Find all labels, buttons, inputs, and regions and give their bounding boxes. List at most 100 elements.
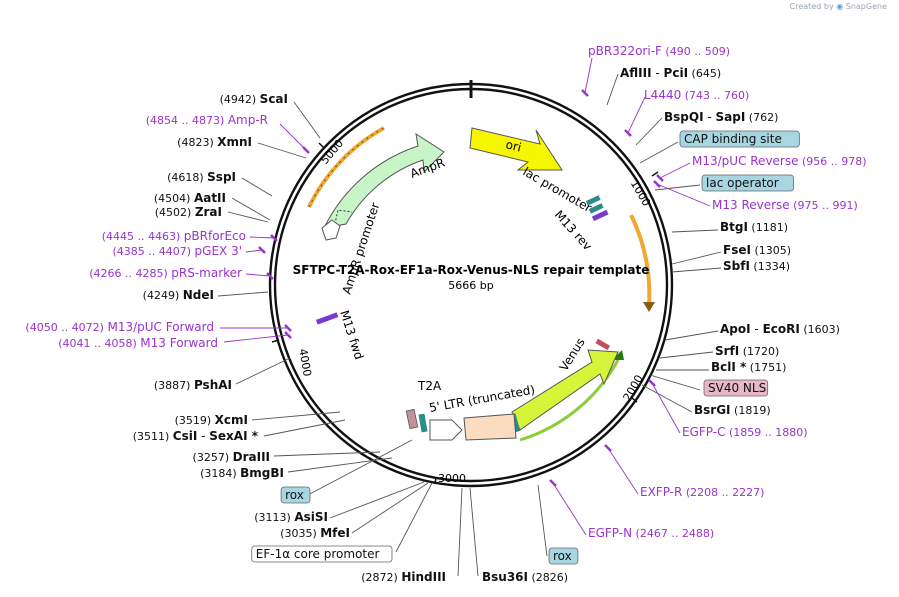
primer-site-mark [624,129,632,137]
primer-site-mark [284,331,292,339]
leader-line [584,57,593,94]
lac-operator-mark [588,203,604,214]
leader-line [241,177,273,197]
t2a-label: T2A [417,379,442,393]
feature-label: SV40 NLS [708,381,766,395]
leader-line [654,184,701,191]
enzyme-label: SrfI (1720) [715,344,779,358]
leader-line [217,291,269,297]
leader-line [395,482,433,553]
tick-4000 [271,339,280,343]
primer-site-mark [656,174,664,182]
site-labels: pBR322ori-F (490 .. 509)AflIII - PciI (6… [25,44,866,584]
leader-line [257,142,307,159]
leader-line [329,481,425,519]
enzyme-label: BspQI - SapI (762) [664,110,778,124]
ef1a-promoter-arrow [429,419,463,441]
m13-rev-label: M13 rev [552,208,595,253]
orange-arc-ampr-detail [308,127,385,208]
credit-prefix: Created by [789,2,834,11]
leader-line [635,117,663,146]
leader-line [671,251,722,265]
primer-site-mark [653,180,661,188]
primer-label: (4050 .. 4072) M13/pUC Forward [25,320,214,334]
credit-brand: SnapGene [845,2,887,11]
leader-line [245,273,271,277]
leader-line [231,197,271,221]
feature-label-box [701,174,794,192]
leader-line [656,183,711,207]
primer-site-mark [581,89,589,97]
enzyme-label: (3519) XcmI [175,413,248,427]
tick-label-3000: 3000 [438,472,466,485]
orange-arc-arrowhead [643,302,655,312]
plasmid-size: 5666 bp [448,279,493,292]
ampr-promoter-arrow [321,219,341,241]
leader-line [251,411,341,421]
primer-site-mark [266,272,274,280]
primer-label: (4385 .. 4407) pGEX 3' [112,244,242,258]
feature-label: lac operator [706,176,779,190]
backbone [268,80,674,488]
leader-line [293,101,321,139]
leader-line [273,451,381,457]
leader-line [664,330,719,341]
primer-site-mark [284,324,292,332]
enzyme-label: (4504) AatII [154,191,226,205]
primer-label: EGFP-N (2467 .. 2488) [588,526,714,540]
ltr-feature [463,413,517,441]
enzyme-label: (4823) XmnI [177,135,252,149]
enzyme-label: (4502) ZraI [155,205,222,219]
enzyme-label: Bsu36I (2826) [482,570,568,584]
feature-label: rox [285,488,304,502]
leader-line [606,73,619,106]
enzyme-label: ApoI - EcoRI (1603) [720,322,840,336]
leader-line [249,236,275,239]
tick-1000 [651,171,659,177]
primer-label: EXFP-R (2208 .. 2227) [640,485,764,499]
primer-label: EGFP-C (1859 .. 1880) [682,425,808,439]
leader-line [223,334,289,343]
green-arc-venus [519,359,620,442]
feature-label-box [679,130,800,148]
tick-3000 [434,476,437,485]
feature-label-box [548,547,579,565]
primer-site-mark [604,444,612,452]
feature-label: CAP binding site [684,132,782,146]
primer-site-mark [648,379,656,387]
venus-feature [511,349,619,431]
primer-site-mark [258,246,266,254]
enzyme-label: BclI * (1751) [711,360,786,374]
enzyme-label: AflIII - PciI (645) [620,66,721,80]
leader-line [649,374,701,391]
enzyme-label: (3887) PshAI [154,378,232,392]
orange-arc-right [629,214,652,306]
enzyme-label: SbfI (1334) [723,259,790,273]
ori-feature [469,127,563,171]
leader-line [469,487,479,577]
feature-label-box [280,486,311,504]
snapgene-credit: Created by ◉ SnapGene [790,2,887,11]
ori-label: ori [504,137,523,154]
enzyme-label: (2872) HindIII [361,570,446,584]
m13-fwd-mark [315,312,339,325]
enzyme-label: (3035) MfeI [280,526,350,540]
enzyme-label: (3113) AsiSI [254,510,328,524]
primer-label: (4445 .. 4463) pBRforEco [102,229,246,243]
cap-site-mark [585,195,601,206]
m13-rev-mark [591,209,609,222]
rox-left-mark [418,413,428,433]
leader-line [245,249,263,253]
feature-label: rox [553,549,572,563]
leader-line [639,141,679,164]
enzyme-label: (3257) DraIII [193,450,270,464]
enzyme-label: (3184) BmgBI [200,466,284,480]
leader-line [659,351,714,359]
primer-label: M13/pUC Reverse (956 .. 978) [692,154,867,168]
tick-label-4000: 4000 [296,348,314,378]
orange-arcs [307,126,655,442]
primer-site-mark [270,234,278,242]
leader-line [552,482,587,536]
leader-line [235,357,291,385]
